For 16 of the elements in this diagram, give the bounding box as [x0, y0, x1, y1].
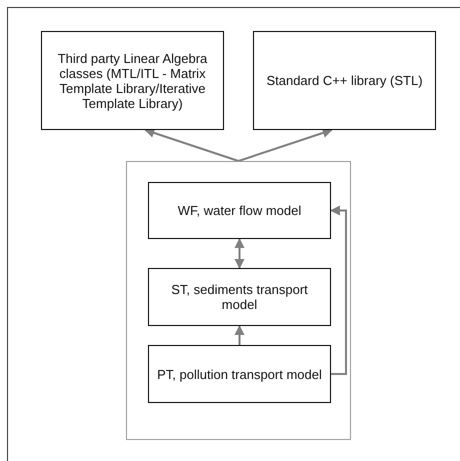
arrow — [144, 128, 239, 162]
box-label: WF, water flow model — [176, 203, 302, 218]
process-box — [148, 268, 331, 326]
process-box — [148, 182, 331, 239]
box-label: Third party Linear Algebra classes (MTL/ITL - Matrix Template Library/Iterative Template Library) — [56, 50, 208, 110]
box-label: Standard C++ library (STL) — [265, 73, 424, 88]
process-box — [148, 345, 331, 403]
box-label: ST, sediments transport model — [170, 282, 309, 312]
box-label: PT, pollution transport model — [156, 366, 323, 382]
process-box — [253, 31, 436, 130]
process-box — [41, 31, 224, 130]
arrow — [234, 325, 244, 345]
arrow — [234, 238, 244, 269]
container-box — [126, 161, 351, 440]
arrow — [238, 128, 333, 162]
arrow — [330, 206, 347, 375]
